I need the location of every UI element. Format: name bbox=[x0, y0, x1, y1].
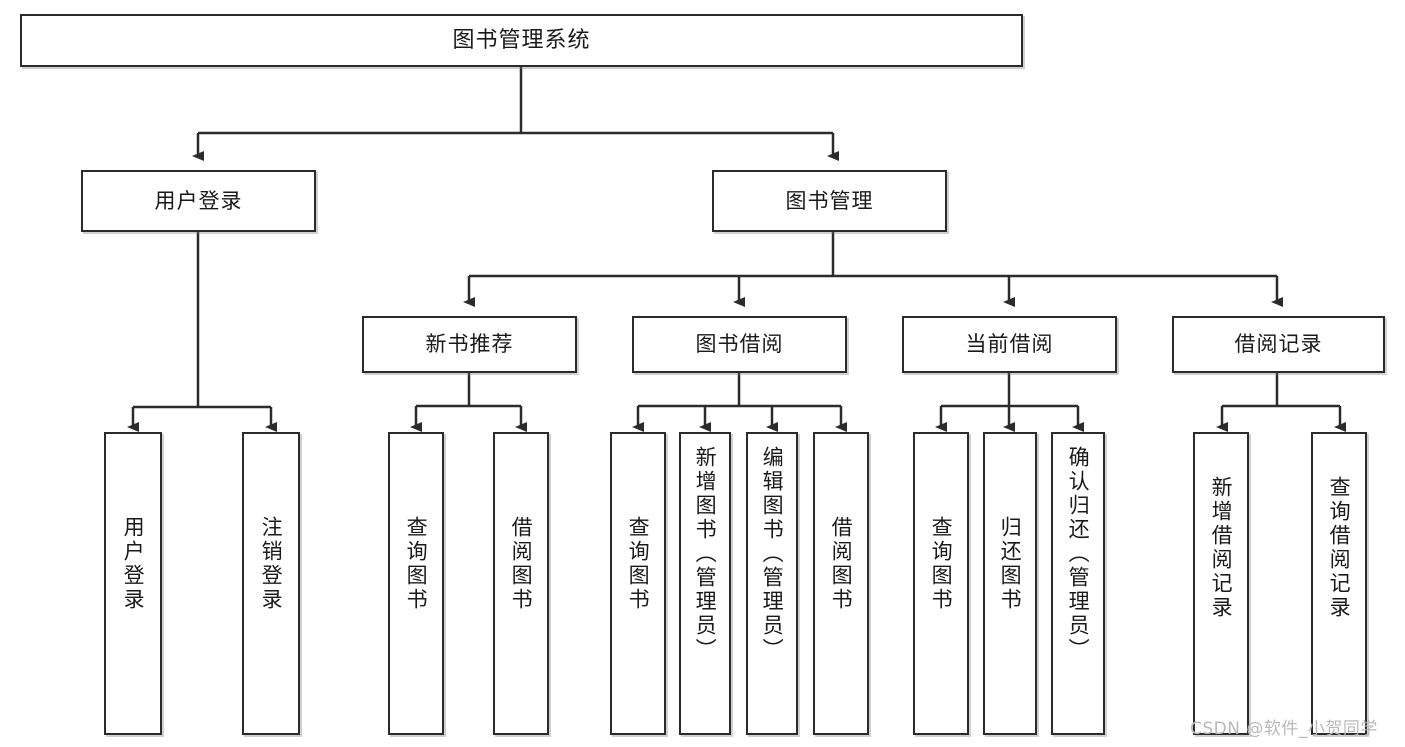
leaf-label: 查询图书 bbox=[929, 516, 954, 612]
leaf-label: 查询借阅记录 bbox=[1327, 476, 1352, 620]
node-user-login[interactable]: 用户登录 bbox=[81, 170, 316, 232]
node-current-borrow[interactable]: 当前借阅 bbox=[902, 316, 1117, 373]
node-book-borrow[interactable]: 图书借阅 bbox=[632, 316, 847, 373]
leaf-borrow-record-query-record[interactable]: 查询借阅记录 bbox=[1311, 432, 1367, 735]
leaf-label: 确认归还（管理员） bbox=[1066, 446, 1091, 662]
leaf-label: 新增图书（管理员） bbox=[693, 446, 718, 662]
watermark: CSDN @软件_小贺同学 bbox=[1190, 719, 1378, 739]
leaf-new-book-query-book[interactable]: 查询图书 bbox=[388, 432, 444, 735]
leaf-label: 查询图书 bbox=[404, 516, 429, 612]
leaf-book-borrow-query-book[interactable]: 查询图书 bbox=[610, 432, 666, 735]
leaf-new-book-borrow-book[interactable]: 借阅图书 bbox=[493, 432, 549, 735]
node-new-book-recommend[interactable]: 新书推荐 bbox=[362, 316, 577, 373]
leaf-label: 新增借阅记录 bbox=[1209, 476, 1234, 620]
leaf-current-borrow-query-book[interactable]: 查询图书 bbox=[913, 432, 969, 735]
node-new-book-recommend-label: 新书推荐 bbox=[425, 332, 514, 357]
leaf-label: 注销登录 bbox=[259, 516, 284, 612]
node-root-label: 图书管理系统 bbox=[452, 27, 591, 53]
leaf-label: 借阅图书 bbox=[829, 516, 854, 612]
node-root[interactable]: 图书管理系统 bbox=[20, 14, 1023, 67]
leaf-current-borrow-return-book[interactable]: 归还图书 bbox=[983, 432, 1037, 735]
leaf-label: 用户登录 bbox=[121, 516, 146, 612]
node-book-management-label: 图书管理 bbox=[785, 188, 874, 213]
leaf-book-borrow-add-book-admin[interactable]: 新增图书（管理员） bbox=[679, 432, 731, 735]
node-borrow-record-label: 借阅记录 bbox=[1234, 332, 1323, 357]
leaf-user-login-user-login[interactable]: 用户登录 bbox=[104, 432, 162, 735]
node-book-borrow-label: 图书借阅 bbox=[695, 332, 784, 357]
leaf-book-borrow-borrow-book[interactable]: 借阅图书 bbox=[813, 432, 869, 735]
leaf-label: 归还图书 bbox=[998, 516, 1023, 612]
leaf-label: 借阅图书 bbox=[509, 516, 534, 612]
leaf-current-borrow-confirm-return-admin[interactable]: 确认归还（管理员） bbox=[1051, 432, 1105, 735]
leaf-book-borrow-edit-book-admin[interactable]: 编辑图书（管理员） bbox=[746, 432, 798, 735]
node-borrow-record[interactable]: 借阅记录 bbox=[1172, 316, 1385, 373]
leaf-user-login-logout[interactable]: 注销登录 bbox=[242, 432, 300, 735]
node-book-management[interactable]: 图书管理 bbox=[712, 170, 947, 232]
node-current-borrow-label: 当前借阅 bbox=[965, 332, 1054, 357]
leaf-label: 编辑图书（管理员） bbox=[760, 446, 785, 662]
leaf-label: 查询图书 bbox=[626, 516, 651, 612]
leaf-borrow-record-add-record[interactable]: 新增借阅记录 bbox=[1193, 432, 1249, 735]
node-user-login-label: 用户登录 bbox=[154, 188, 243, 213]
